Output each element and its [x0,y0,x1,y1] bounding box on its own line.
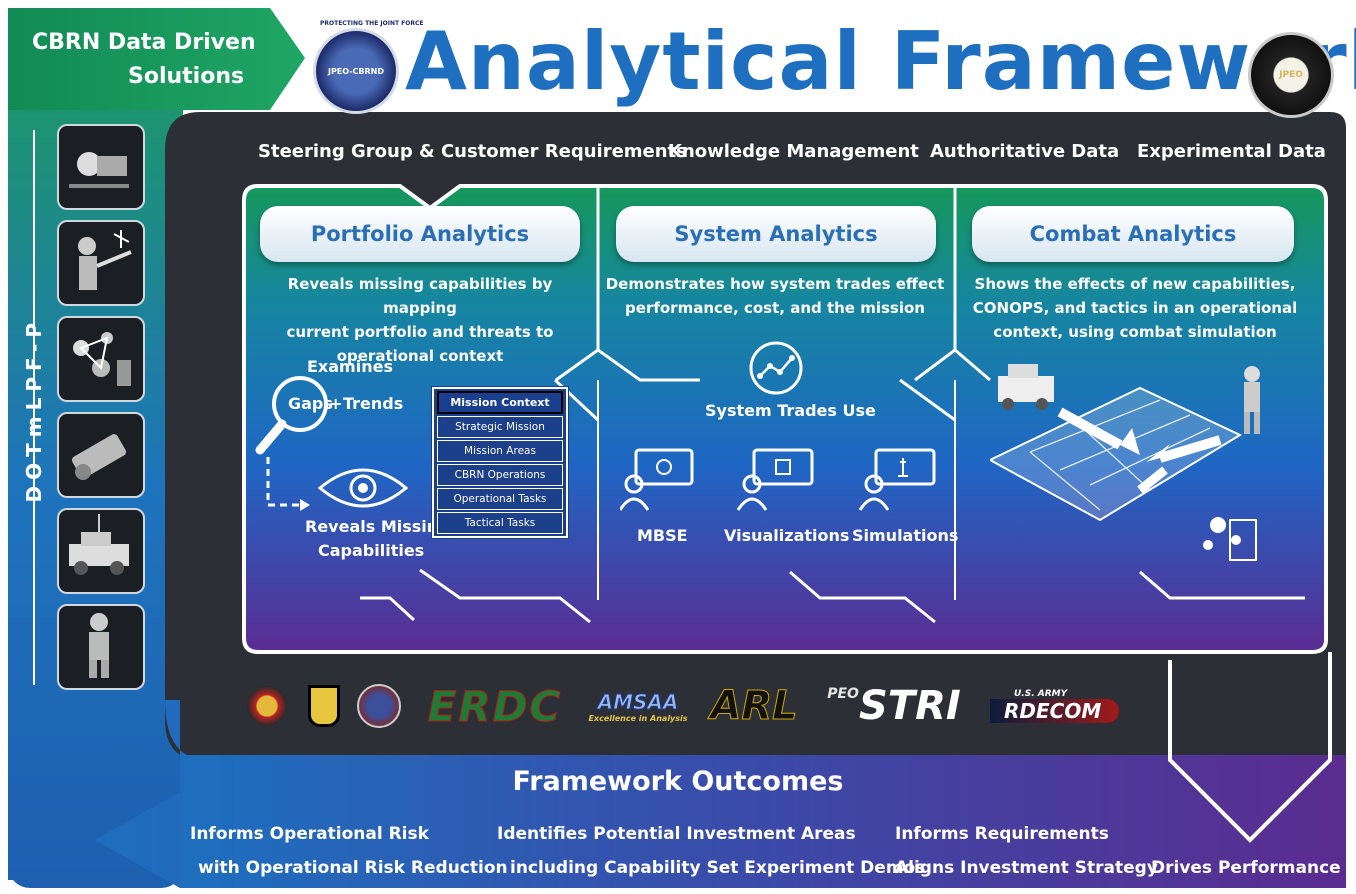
portfolio-desc-line3: operational context [336,347,504,365]
tool-simulations: Simulations [852,526,959,545]
portfolio-desc-line2: current portfolio and threats to [286,323,554,341]
logo-amsaa: AMSAA Excellence in Analysis [578,682,698,730]
logo-seal-2 [357,682,401,730]
equipment-icon [71,434,127,480]
arl-text: ARL [710,683,798,730]
peo-text: PEO [827,686,859,702]
outcome-3-line1: Informs Requirements [895,824,1109,844]
outcome-1-line2: with Operational Risk Reduction [198,858,508,878]
plus-label: + [329,394,343,413]
trends-label: Trends [343,394,404,413]
combat-analytics-header: Combat Analytics [972,206,1294,262]
tile-soldier-icon [57,220,145,306]
left-seal-center: JPEO-CBRND [327,66,385,76]
tagline-line1: CBRN Data Driven [32,30,256,55]
logo-seal-1 [246,682,288,730]
outcomes-title: Framework Outcomes [512,766,844,797]
reveals-line2: Capabilities [318,541,425,560]
combat-desc-line1: Shows the effects of new capabilities, [974,275,1296,293]
page-title: Analytical Framework [405,15,1356,108]
tile-hazmat-icon [57,124,145,210]
combat-title: Combat Analytics [1029,222,1237,246]
amsaa-text: AMSAA [597,689,679,714]
mbse-icon [620,448,694,511]
logo-erdc: ERDC [420,681,570,731]
magnifier-icon [255,376,328,455]
network-icon [73,332,131,386]
jpeo-seal-right: JPEO [1248,32,1334,118]
outcome-3-line2: Aligns Investment Strategy [895,858,1158,878]
protective-suit-icon [89,613,109,678]
portfolio-title: Portfolio Analytics [310,222,530,246]
soldier-aim-icon [78,230,132,290]
logo-rdecom: U.S. ARMY RDECOM [990,682,1140,730]
input-authoritative-data: Authoritative Data [930,141,1120,162]
eye-icon [317,468,409,508]
outcome-2-line1: Identifies Potential Investment Areas [497,824,856,844]
tile-protective-suit-icon [57,604,145,690]
simulations-icon [858,448,936,511]
stri-text: STRI [858,683,961,729]
amsaa-tag: Excellence in Analysis [588,713,688,723]
system-analytics-header: System Analytics [616,206,936,262]
gaps-label: Gaps [288,394,333,413]
vehicle-icon [69,514,129,575]
list-item: Tactical Tasks [437,512,563,534]
tile-vehicle-icon [57,508,145,594]
logo-shield [306,682,342,730]
list-item: Mission Areas [437,440,563,462]
logo-peo-stri: PEO STRI [812,682,976,730]
combat-map-icon [990,364,1260,561]
system-desc-line1: Demonstrates how system trades effect [605,275,945,293]
combat-desc-line2: CONOPS, and tactics in an operational [972,299,1298,317]
visualizations-icon [736,448,814,511]
system-description: Demonstrates how system trades effect pe… [605,272,945,320]
tool-mbse: MBSE [637,526,688,545]
rdecom-top: U.S. ARMY [1014,689,1068,699]
tile-equipment-icon [57,412,145,498]
input-experimental-data: Experimental Data [1137,141,1326,162]
tagline-line2: Solutions [128,64,245,89]
input-knowledge-management: Knowledge Management [668,141,919,162]
portfolio-desc-line1: Reveals missing capabilities by mapping [287,275,553,317]
list-item: Operational Tasks [437,488,563,510]
mission-context-list: Mission Context Strategic Mission Missio… [432,387,568,538]
jpeo-seal-left: JPEO-CBRND [313,28,399,114]
tool-visualizations: Visualizations [724,526,850,545]
header-banner [8,8,308,110]
sidebar-rule [33,130,35,685]
examines-label: Examines [307,357,393,376]
hazmat-icon [69,152,129,188]
outcome-1-line1: Informs Operational Risk [190,824,429,844]
outcome-2-line2: including Capability Set Experiment Demo… [510,858,926,878]
portfolio-analytics-header: Portfolio Analytics [260,206,580,262]
right-seal-text: JPEO [1279,70,1303,80]
erdc-text: ERDC [427,681,563,731]
list-item: CBRN Operations [437,464,563,486]
outcome-4-line2: Drives Performance [1151,858,1341,878]
system-title: System Analytics [674,222,878,246]
portfolio-description: Reveals missing capabilities by mapping … [255,272,585,368]
trend-icon [749,341,803,395]
logo-arl: ARL [708,682,800,730]
reveals-line1: Reveals Missing [305,517,450,536]
dashed-connector [266,457,310,511]
mission-context-header: Mission Context [437,391,563,414]
system-desc-line2: performance, cost, and the mission [625,299,925,317]
input-steering-group: Steering Group & Customer Requirements [258,141,687,162]
tile-network-icon [57,316,145,402]
rdecom-text: RDECOM [990,699,1120,723]
combat-desc-line3: context, using combat simulation [993,323,1277,341]
system-trades-label: System Trades Use [705,401,876,420]
list-item: Strategic Mission [437,416,563,438]
combat-description: Shows the effects of new capabilities, C… [965,272,1305,344]
left-seal-ring-text: PROTECTING THE JOINT FORCE [320,20,424,27]
